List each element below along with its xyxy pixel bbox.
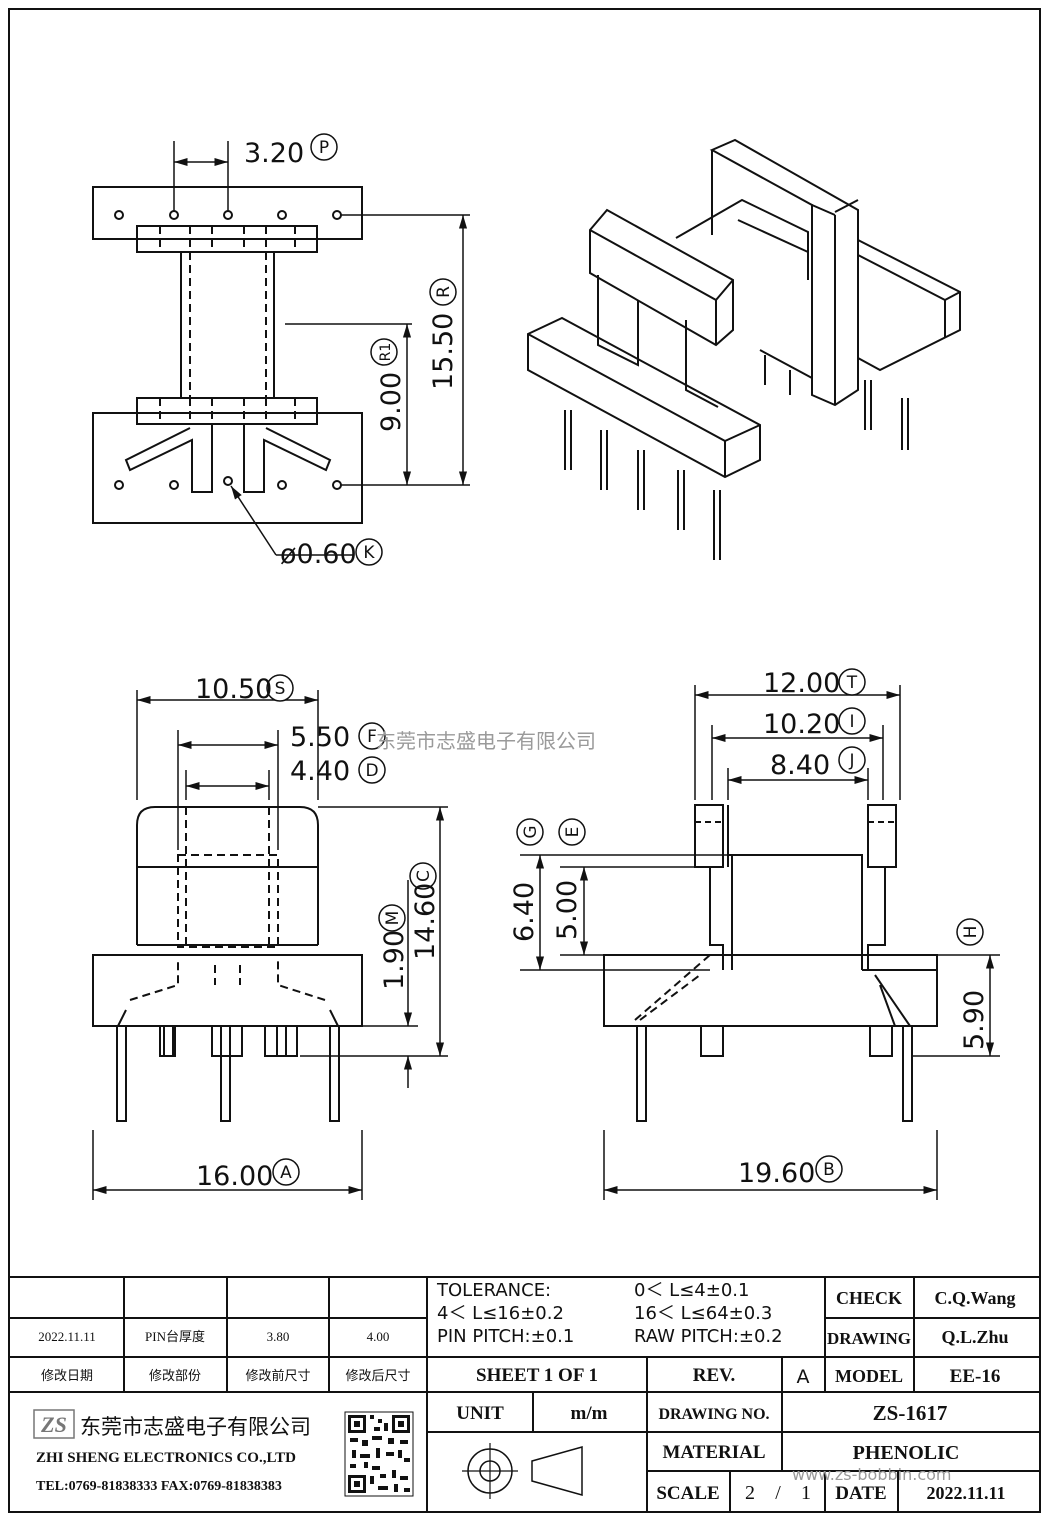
revision-header-date: 修改日期 (41, 1368, 93, 1383)
drawing-sheet (8, 8, 1041, 1513)
sheet-label: SHEET 1 OF 1 (476, 1365, 598, 1386)
dim-r-letter: R (434, 286, 454, 298)
revision-after: 4.00 (367, 1329, 390, 1344)
tolerance-line2b: 16＜ L≤64±0.3 (634, 1303, 772, 1324)
date-label: DATE (835, 1483, 886, 1504)
tolerance-label: TOLERANCE: (436, 1280, 551, 1301)
company-contact: TEL:0769-81838333 FAX:0769-81838383 (36, 1479, 282, 1494)
dim-i-value: 10.20 (763, 709, 840, 740)
model-value: EE-16 (950, 1366, 1001, 1387)
revision-date: 2022.11.11 (38, 1329, 96, 1344)
dim-f-value: 5.50 (290, 722, 350, 753)
dim-e-value: 5.00 (552, 880, 583, 940)
dim-g-value: 6.40 (509, 882, 540, 942)
revision-header-part: 修改部份 (149, 1368, 201, 1383)
dim-m-letter: M (383, 911, 403, 926)
drawing-label: DRAWING (827, 1329, 911, 1348)
check-label: CHECK (836, 1288, 902, 1308)
material-value: PHENOLIC (853, 1442, 960, 1464)
dim-f-letter: F (367, 727, 377, 747)
dim-i-letter: I (849, 712, 854, 732)
company-name-cn: 东莞市志盛电子有限公司 (80, 1415, 311, 1439)
dim-d-letter: D (365, 761, 378, 781)
dim-g-letter: G (521, 825, 541, 838)
dim-k-letter: K (363, 543, 375, 563)
title-block-grid (10, 1276, 1039, 1511)
check-value: C.Q.Wang (934, 1288, 1015, 1308)
tolerance-block: TOLERANCE: 0＜ L≤4±0.1 4＜ L≤16±0.2 16＜ L≤… (436, 1280, 783, 1347)
drawing-no-label: DRAWING NO. (658, 1406, 769, 1423)
dim-h-letter: H (961, 926, 981, 939)
isometric-view (527, 138, 961, 560)
dim-s-letter: S (275, 679, 286, 699)
material-label: MATERIAL (662, 1442, 765, 1463)
dim-s-value: 10.50 (195, 674, 272, 705)
dim-c-value: 14.60 (410, 883, 441, 960)
scale-num: 2 (745, 1482, 755, 1504)
revision-part: PIN台厚度 (145, 1329, 205, 1344)
tolerance-line3b: RAW PITCH:±0.2 (634, 1326, 783, 1347)
dim-p-value: 3.20 (244, 138, 304, 169)
dim-c-letter: C (414, 870, 434, 882)
dim-t-value: 12.00 (763, 668, 840, 699)
company-logo-text: ZS (40, 1412, 67, 1437)
dim-j-value: 8.40 (770, 750, 830, 781)
dim-m-value: 1.90 (379, 930, 410, 990)
company-name-en: ZHI SHENG ELECTRONICS CO.,LTD (36, 1450, 296, 1466)
front-view (92, 690, 448, 1200)
scale-sep: / (775, 1482, 781, 1504)
dim-a-value: 16.00 (196, 1161, 273, 1192)
qr-code-icon (344, 1411, 414, 1497)
scale-label: SCALE (656, 1483, 719, 1504)
revision-table: 2022.11.11 PIN台厚度 3.80 4.00 修改日期 修改部份 修改… (38, 1329, 410, 1383)
side-view (520, 685, 1000, 1200)
top-view (92, 141, 470, 556)
dim-r1-value: 9.00 (376, 372, 407, 432)
watermark-company: 东莞市志盛电子有限公司 (376, 729, 596, 753)
dim-b-value: 19.60 (738, 1158, 815, 1189)
model-label: MODEL (835, 1366, 903, 1386)
dim-p-letter: P (319, 138, 329, 158)
dim-j-letter: J (848, 751, 854, 771)
revision-before: 3.80 (267, 1329, 290, 1344)
date-value: 2022.11.11 (926, 1483, 1005, 1503)
title-block: CHECK C.Q.Wang DRAWING Q.L.Zhu SHEET 1 O… (456, 1288, 1015, 1504)
unit-label: UNIT (456, 1403, 504, 1424)
dim-d-value: 4.40 (290, 756, 350, 787)
dim-b-letter: B (823, 1160, 835, 1180)
unit-value: m/m (571, 1403, 608, 1424)
company-logo (33, 1409, 75, 1439)
dim-a-letter: A (280, 1163, 292, 1183)
company-block: ZS 东莞市志盛电子有限公司 ZHI SHENG ELECTRONICS CO.… (33, 1409, 414, 1497)
watermark-website: www.zs-bobbin.com (792, 1465, 951, 1484)
dim-r-value: 15.50 (428, 313, 459, 390)
scale-den: 1 (801, 1482, 811, 1504)
drawing-value: Q.L.Zhu (941, 1327, 1008, 1347)
dim-r1-letter: R1 (378, 343, 394, 362)
rev-label: REV. (693, 1365, 735, 1386)
tolerance-line1: 0＜ L≤4±0.1 (634, 1280, 749, 1301)
revision-header-before: 修改前尺寸 (245, 1368, 310, 1383)
dim-t-letter: T (846, 673, 858, 693)
dim-e-letter: E (563, 827, 583, 838)
tolerance-line2a: 4＜ L≤16±0.2 (437, 1303, 564, 1324)
rev-value: A (797, 1366, 810, 1388)
dim-k-value: ø0.60 (280, 539, 357, 570)
drawing-no-value: ZS-1617 (873, 1401, 948, 1425)
tolerance-line3a: PIN PITCH:±0.1 (437, 1326, 574, 1347)
dim-h-value: 5.90 (959, 990, 990, 1050)
revision-header-after: 修改后尺寸 (345, 1368, 410, 1383)
